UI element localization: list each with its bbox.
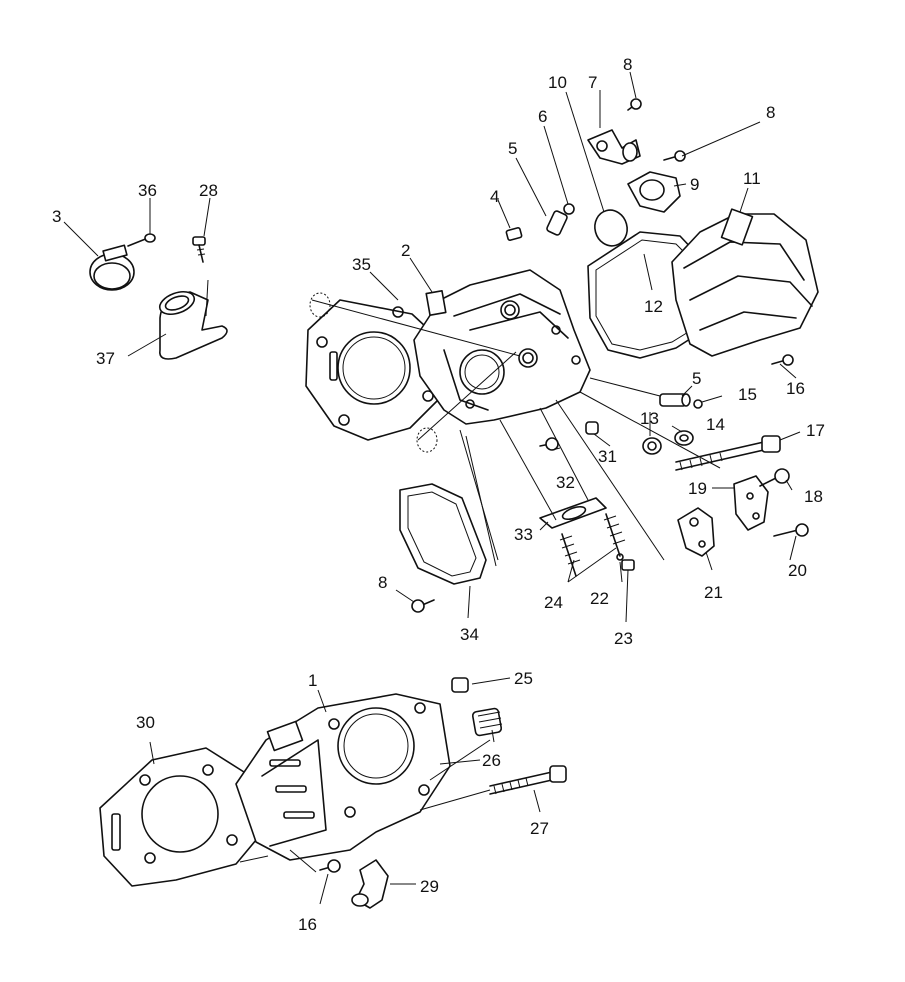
part-14-fitting [674, 430, 694, 446]
callout-labels: 1 2 3 4 5 5 6 7 8 8 8 9 10 11 12 13 14 1… [52, 55, 825, 934]
callout-8c: 8 [378, 573, 387, 592]
part-16-bolt-right [771, 354, 794, 366]
part-23-nut [621, 559, 635, 571]
callout-3: 3 [52, 207, 61, 226]
callout-36: 36 [138, 181, 157, 200]
callout-5a: 5 [508, 139, 517, 158]
part-19-bracket [733, 475, 769, 531]
part-9-housing [627, 171, 681, 213]
callout-37: 37 [96, 349, 115, 368]
callout-28: 28 [199, 181, 218, 200]
part-33-gasket [539, 497, 607, 529]
part-6-plug [563, 203, 575, 215]
part-5-tube-upper [546, 210, 568, 236]
part-4-dowel [505, 227, 523, 241]
part-26-fitting [471, 707, 503, 737]
part-8-bolt-right [663, 150, 686, 162]
part-7-elbow-fitting [587, 129, 641, 165]
callout-10: 10 [548, 73, 567, 92]
callout-25: 25 [514, 669, 533, 688]
callout-27: 27 [530, 819, 549, 838]
callout-23: 23 [614, 629, 633, 648]
callout-19: 19 [688, 479, 707, 498]
part-16-bolt-lower [319, 859, 341, 873]
callout-20: 20 [788, 561, 807, 580]
part-29-elbow [351, 859, 389, 909]
part-22-clip [616, 553, 624, 561]
part-24-studs [559, 513, 626, 577]
leader-lines [63, 71, 801, 905]
part-20-bolt [773, 523, 809, 537]
callout-6: 6 [538, 107, 547, 126]
callout-31: 31 [598, 447, 617, 466]
callout-1: 1 [308, 671, 317, 690]
part-28-screw [192, 236, 206, 263]
callout-8b: 8 [766, 103, 775, 122]
callout-24: 24 [544, 593, 563, 612]
callout-7: 7 [588, 73, 597, 92]
callout-32: 32 [556, 473, 575, 492]
callout-5b: 5 [692, 369, 701, 388]
part-21-bracket [677, 507, 715, 557]
callout-9: 9 [690, 175, 699, 194]
callout-34: 34 [460, 625, 479, 644]
part-37-intake-manifold [158, 290, 228, 360]
part-27-long-bolt [489, 765, 567, 795]
part-17-long-bolt [675, 435, 781, 471]
part-8-bolt-lower [411, 599, 435, 613]
part-35-head-gasket [305, 292, 441, 453]
part-31-plug [585, 421, 599, 435]
callout-22: 22 [590, 589, 609, 608]
part-11-valve-cover [671, 208, 819, 357]
part-2-cylinder-head [413, 269, 591, 425]
callout-14: 14 [706, 415, 725, 434]
callout-8a: 8 [623, 55, 632, 74]
callout-4: 4 [490, 187, 499, 206]
part-34-side-gasket [399, 483, 487, 585]
callout-12: 12 [644, 297, 663, 316]
callout-21: 21 [704, 583, 723, 602]
callout-18: 18 [804, 487, 823, 506]
part-15-plug [693, 399, 703, 409]
callout-29: 29 [420, 877, 439, 896]
part-3-hose-clamp [89, 244, 135, 291]
callout-16b: 16 [298, 915, 317, 934]
part-18-bolt [759, 468, 790, 487]
part-30-base-gasket [99, 747, 257, 887]
part-10-disc [594, 209, 628, 247]
part-1-cylinder [235, 693, 451, 861]
callout-35: 35 [352, 255, 371, 274]
callout-30: 30 [136, 713, 155, 732]
part-5-tube-lower [659, 393, 691, 407]
callout-17: 17 [806, 421, 825, 440]
part-8-bolt-top [627, 98, 642, 111]
callout-33: 33 [514, 525, 533, 544]
callout-26: 26 [482, 751, 501, 770]
part-36-screw [127, 233, 156, 247]
callout-13: 13 [640, 409, 659, 428]
part-32-bolt [539, 437, 559, 451]
callout-15: 15 [738, 385, 757, 404]
callout-2: 2 [401, 241, 410, 260]
callout-11: 11 [743, 169, 761, 188]
part-25-dowel [451, 677, 469, 693]
part-13-seal-ring [642, 437, 662, 455]
callout-16a: 16 [786, 379, 805, 398]
